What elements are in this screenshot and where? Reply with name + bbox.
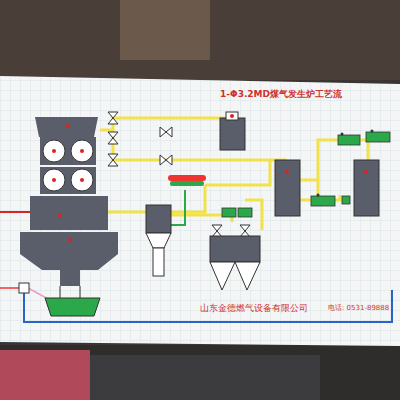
phone-number: 电话: 0531-89888: [328, 303, 389, 313]
company-name: 山东金德燃气设备有限公司: [200, 302, 308, 315]
diagram-title: 1-Φ3.2MD煤气发生炉工艺流: [220, 88, 342, 101]
